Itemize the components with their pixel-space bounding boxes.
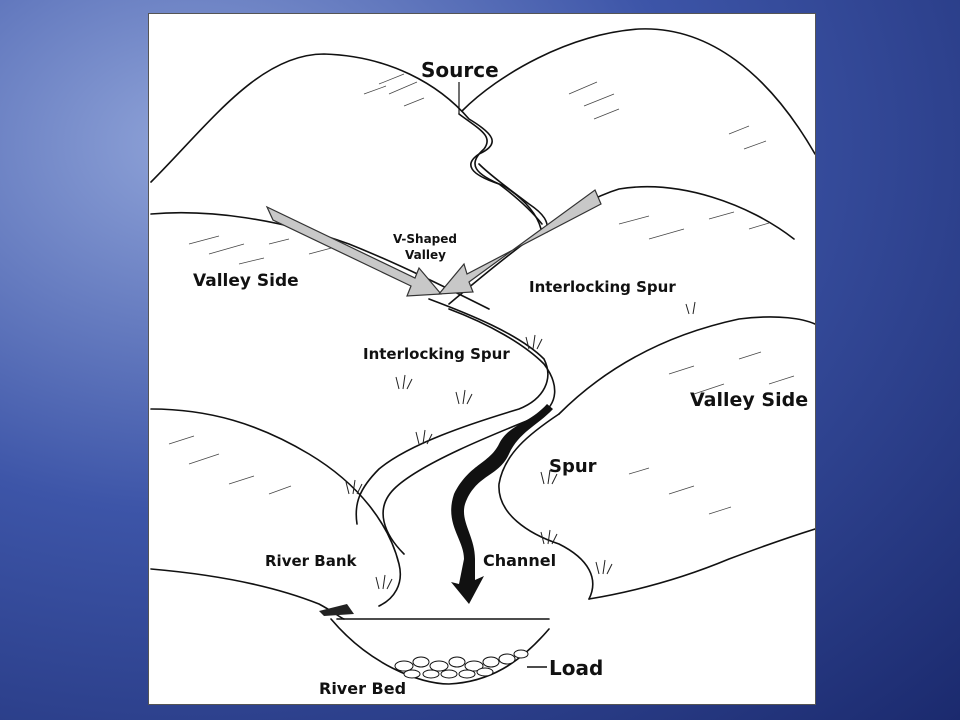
source-stream — [458, 113, 542, 230]
label-valley-side-right: Valley Side — [690, 389, 808, 411]
left-bottom-slope — [150, 568, 345, 620]
label-v-shaped-valley-2: Valley — [405, 248, 446, 262]
right-bottom-slope — [588, 528, 815, 600]
label-interlocking-spur-right: Interlocking Spur — [529, 278, 676, 296]
flow-arrow — [451, 404, 553, 604]
diagram-frame: Source V-Shaped Valley Valley Side Inter… — [148, 13, 816, 705]
label-v-shaped-valley-1: V-Shaped — [393, 232, 457, 246]
label-source: Source — [421, 58, 499, 82]
right-interlocking-spur — [448, 185, 795, 305]
left-interlocking-spur-edge — [355, 298, 549, 525]
label-load: Load — [549, 656, 603, 680]
river-valley-diagram: Source V-Shaped Valley Valley Side Inter… — [150, 28, 815, 698]
label-channel: Channel — [483, 551, 556, 570]
back-right-hill-base — [478, 163, 549, 233]
back-right-hill — [461, 28, 815, 155]
v-valley-arrows — [265, 189, 602, 297]
right-arrow — [437, 189, 602, 295]
label-valley-side-left: Valley Side — [193, 271, 299, 291]
bank-shading — [319, 604, 354, 616]
spur-edge — [498, 413, 594, 600]
load-pebbles — [394, 649, 529, 679]
label-interlocking-spur-left: Interlocking Spur — [363, 345, 510, 363]
label-river-bed: River Bed — [319, 679, 406, 698]
left-arrow — [265, 205, 443, 297]
lower-left-hill — [150, 408, 401, 607]
right-valley-side — [558, 316, 815, 415]
label-river-bank: River Bank — [265, 552, 357, 570]
label-spur: Spur — [549, 456, 597, 477]
